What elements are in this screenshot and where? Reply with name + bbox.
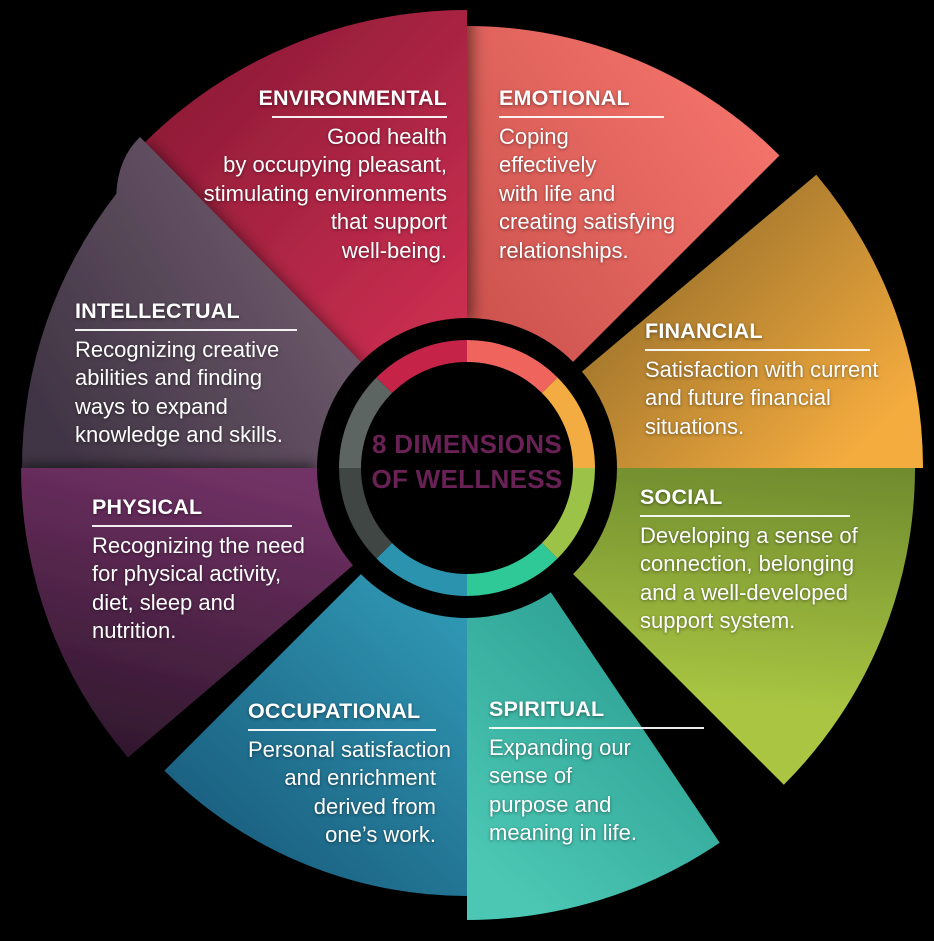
body-line: well-being.	[341, 237, 447, 263]
body-line: purpose and	[489, 791, 612, 817]
body-line: diet, sleep and	[92, 589, 236, 615]
body-line: and enrichment	[284, 765, 436, 790]
section-emotional: EMOTIONAL Coping effectively with life a…	[499, 84, 684, 265]
ring-segment-financial	[541, 377, 595, 468]
heading-environmental: ENVIRONMENTAL	[258, 86, 447, 110]
body-line: stimulating environments	[203, 180, 447, 206]
ring-segment-environmental	[376, 340, 467, 394]
heading-underline	[272, 115, 447, 118]
body-line: sense of	[489, 763, 573, 788]
section-physical: PHYSICAL Recognizing the need for physic…	[92, 493, 307, 646]
body-line: Expanding our	[489, 734, 631, 760]
wedge-physical	[21, 468, 353, 758]
wedge-emotional	[467, 26, 780, 362]
heading-spiritual: SPIRITUAL	[489, 697, 605, 721]
wedge-social	[573, 468, 915, 785]
ring-segment-emotional	[467, 340, 558, 394]
wedge-environmental	[143, 9, 467, 362]
body-line: support system.	[640, 608, 796, 633]
body-line: and future financial	[645, 385, 831, 410]
section-occupational: OCCUPATIONAL Personal satisfaction and e…	[248, 697, 451, 850]
heading-intellectual: INTELLECTUAL	[75, 299, 240, 323]
section-intellectual: INTELLECTUAL Recognizing creative abilit…	[75, 297, 305, 450]
body-line: Good health	[327, 123, 447, 149]
section-financial: FINANCIAL Satisfaction with current and …	[645, 317, 934, 441]
section-environmental: ENVIRONMENTAL Good health by occupying p…	[200, 84, 447, 265]
heading-underline	[645, 348, 870, 351]
body-line: creating satisfying	[499, 209, 676, 234]
center-title-line1: 8 DIMENSIONS	[372, 429, 562, 459]
section-spiritual: SPIRITUAL Expanding our sense of purpose…	[489, 695, 714, 848]
heading-underline	[248, 728, 436, 731]
body-line: situations.	[645, 413, 745, 439]
ring-segment-physical	[339, 468, 393, 559]
body-line: derived from	[313, 793, 436, 819]
body-line: Coping	[499, 123, 569, 149]
body-line: with life and	[499, 180, 616, 206]
heading-underline	[489, 726, 704, 729]
ring-segment-occupational	[376, 542, 467, 596]
section-social: SOCIAL Developing a sense of connection,…	[640, 483, 875, 636]
heading-underline	[499, 115, 664, 118]
ring-segment-intellectual	[339, 377, 393, 468]
heading-underline	[75, 328, 297, 331]
body-line: abilities and finding	[75, 365, 263, 390]
body-line: Personal satisfaction	[248, 736, 451, 762]
body-line: Satisfaction with current	[645, 356, 879, 382]
body-line: and a well-developed	[640, 579, 848, 605]
ring-segment-spiritual	[467, 542, 558, 596]
center-title-line2: OF WELLNESS	[371, 464, 563, 494]
heading-underline	[640, 514, 850, 517]
ring-segment-social	[541, 468, 595, 559]
body-line: that support	[330, 209, 447, 234]
heading-emotional: EMOTIONAL	[499, 86, 630, 110]
body-line: connection, belonging	[640, 551, 855, 576]
heading-occupational: OCCUPATIONAL	[248, 699, 421, 723]
body-line: Developing a sense of	[640, 522, 858, 548]
wedge-occupational	[164, 574, 467, 896]
heading-financial: FINANCIAL	[645, 319, 763, 343]
wedge-financial	[581, 174, 923, 469]
body-line: meaning in life.	[489, 820, 637, 845]
body-line: nutrition.	[92, 618, 177, 643]
center-disc	[361, 362, 573, 574]
body-line: for physical activity,	[92, 561, 282, 586]
body-line: one’s work.	[325, 822, 436, 847]
body-line: effectively	[499, 152, 597, 177]
wedge-spiritual	[467, 592, 720, 920]
body-line: relationships.	[499, 237, 629, 263]
body-line: by occupying pleasant,	[223, 152, 447, 177]
heading-physical: PHYSICAL	[92, 495, 203, 519]
wedge-intellectual	[21, 137, 361, 468]
body-line: Recognizing creative	[75, 336, 280, 362]
body-line: ways to expand	[75, 393, 228, 419]
heading-social: SOCIAL	[640, 485, 723, 509]
body-line: knowledge and skills.	[75, 422, 283, 447]
center-title: 8 DIMENSIONS OF WELLNESS	[317, 427, 617, 497]
heading-underline	[92, 524, 292, 527]
body-line: Recognizing the need	[92, 532, 305, 558]
